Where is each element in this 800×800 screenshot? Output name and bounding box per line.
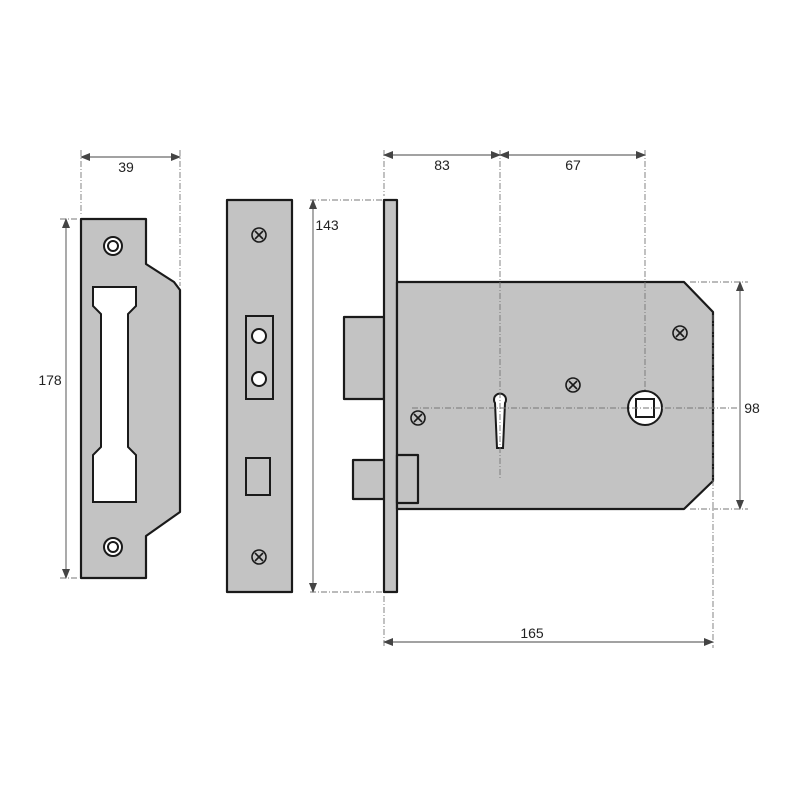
case-screw-left-icon [410, 410, 426, 426]
forend-latch-hole-upper [251, 328, 267, 344]
dimension-lines [62, 151, 744, 646]
dim-label-143: 143 [315, 217, 339, 233]
dim-label-39: 39 [118, 159, 134, 175]
strike-plate-bottom-hole [103, 537, 123, 557]
forend-bolt-window [245, 457, 271, 496]
dead-bolt [351, 458, 388, 501]
case-screw-middle-icon [565, 377, 581, 393]
forend-latch-hole-lower [251, 371, 267, 387]
dim-label-67: 67 [565, 157, 581, 173]
dim-label-165: 165 [520, 625, 544, 641]
dim-label-83: 83 [434, 157, 450, 173]
dimension-labels: 39 178 83 67 143 98 165 [38, 157, 760, 641]
lock-case [395, 280, 715, 511]
strike-plate-top-hole [103, 236, 123, 256]
lock-forend-edge [382, 198, 399, 594]
strike-plate-body [79, 217, 182, 580]
dim-label-178: 178 [38, 372, 62, 388]
strike-plate-opening [92, 286, 137, 503]
lock-body [342, 198, 715, 594]
latch-bolt [342, 315, 386, 401]
forend-bottom-screw-icon [251, 549, 267, 565]
case-screw-right-icon [672, 325, 688, 341]
forend-top-screw-icon [251, 227, 267, 243]
dim-label-98: 98 [744, 400, 760, 416]
bolt-housing [395, 453, 420, 505]
strike-plate [79, 217, 182, 580]
forend-plate [225, 198, 294, 594]
keyhole-icon [493, 392, 507, 449]
